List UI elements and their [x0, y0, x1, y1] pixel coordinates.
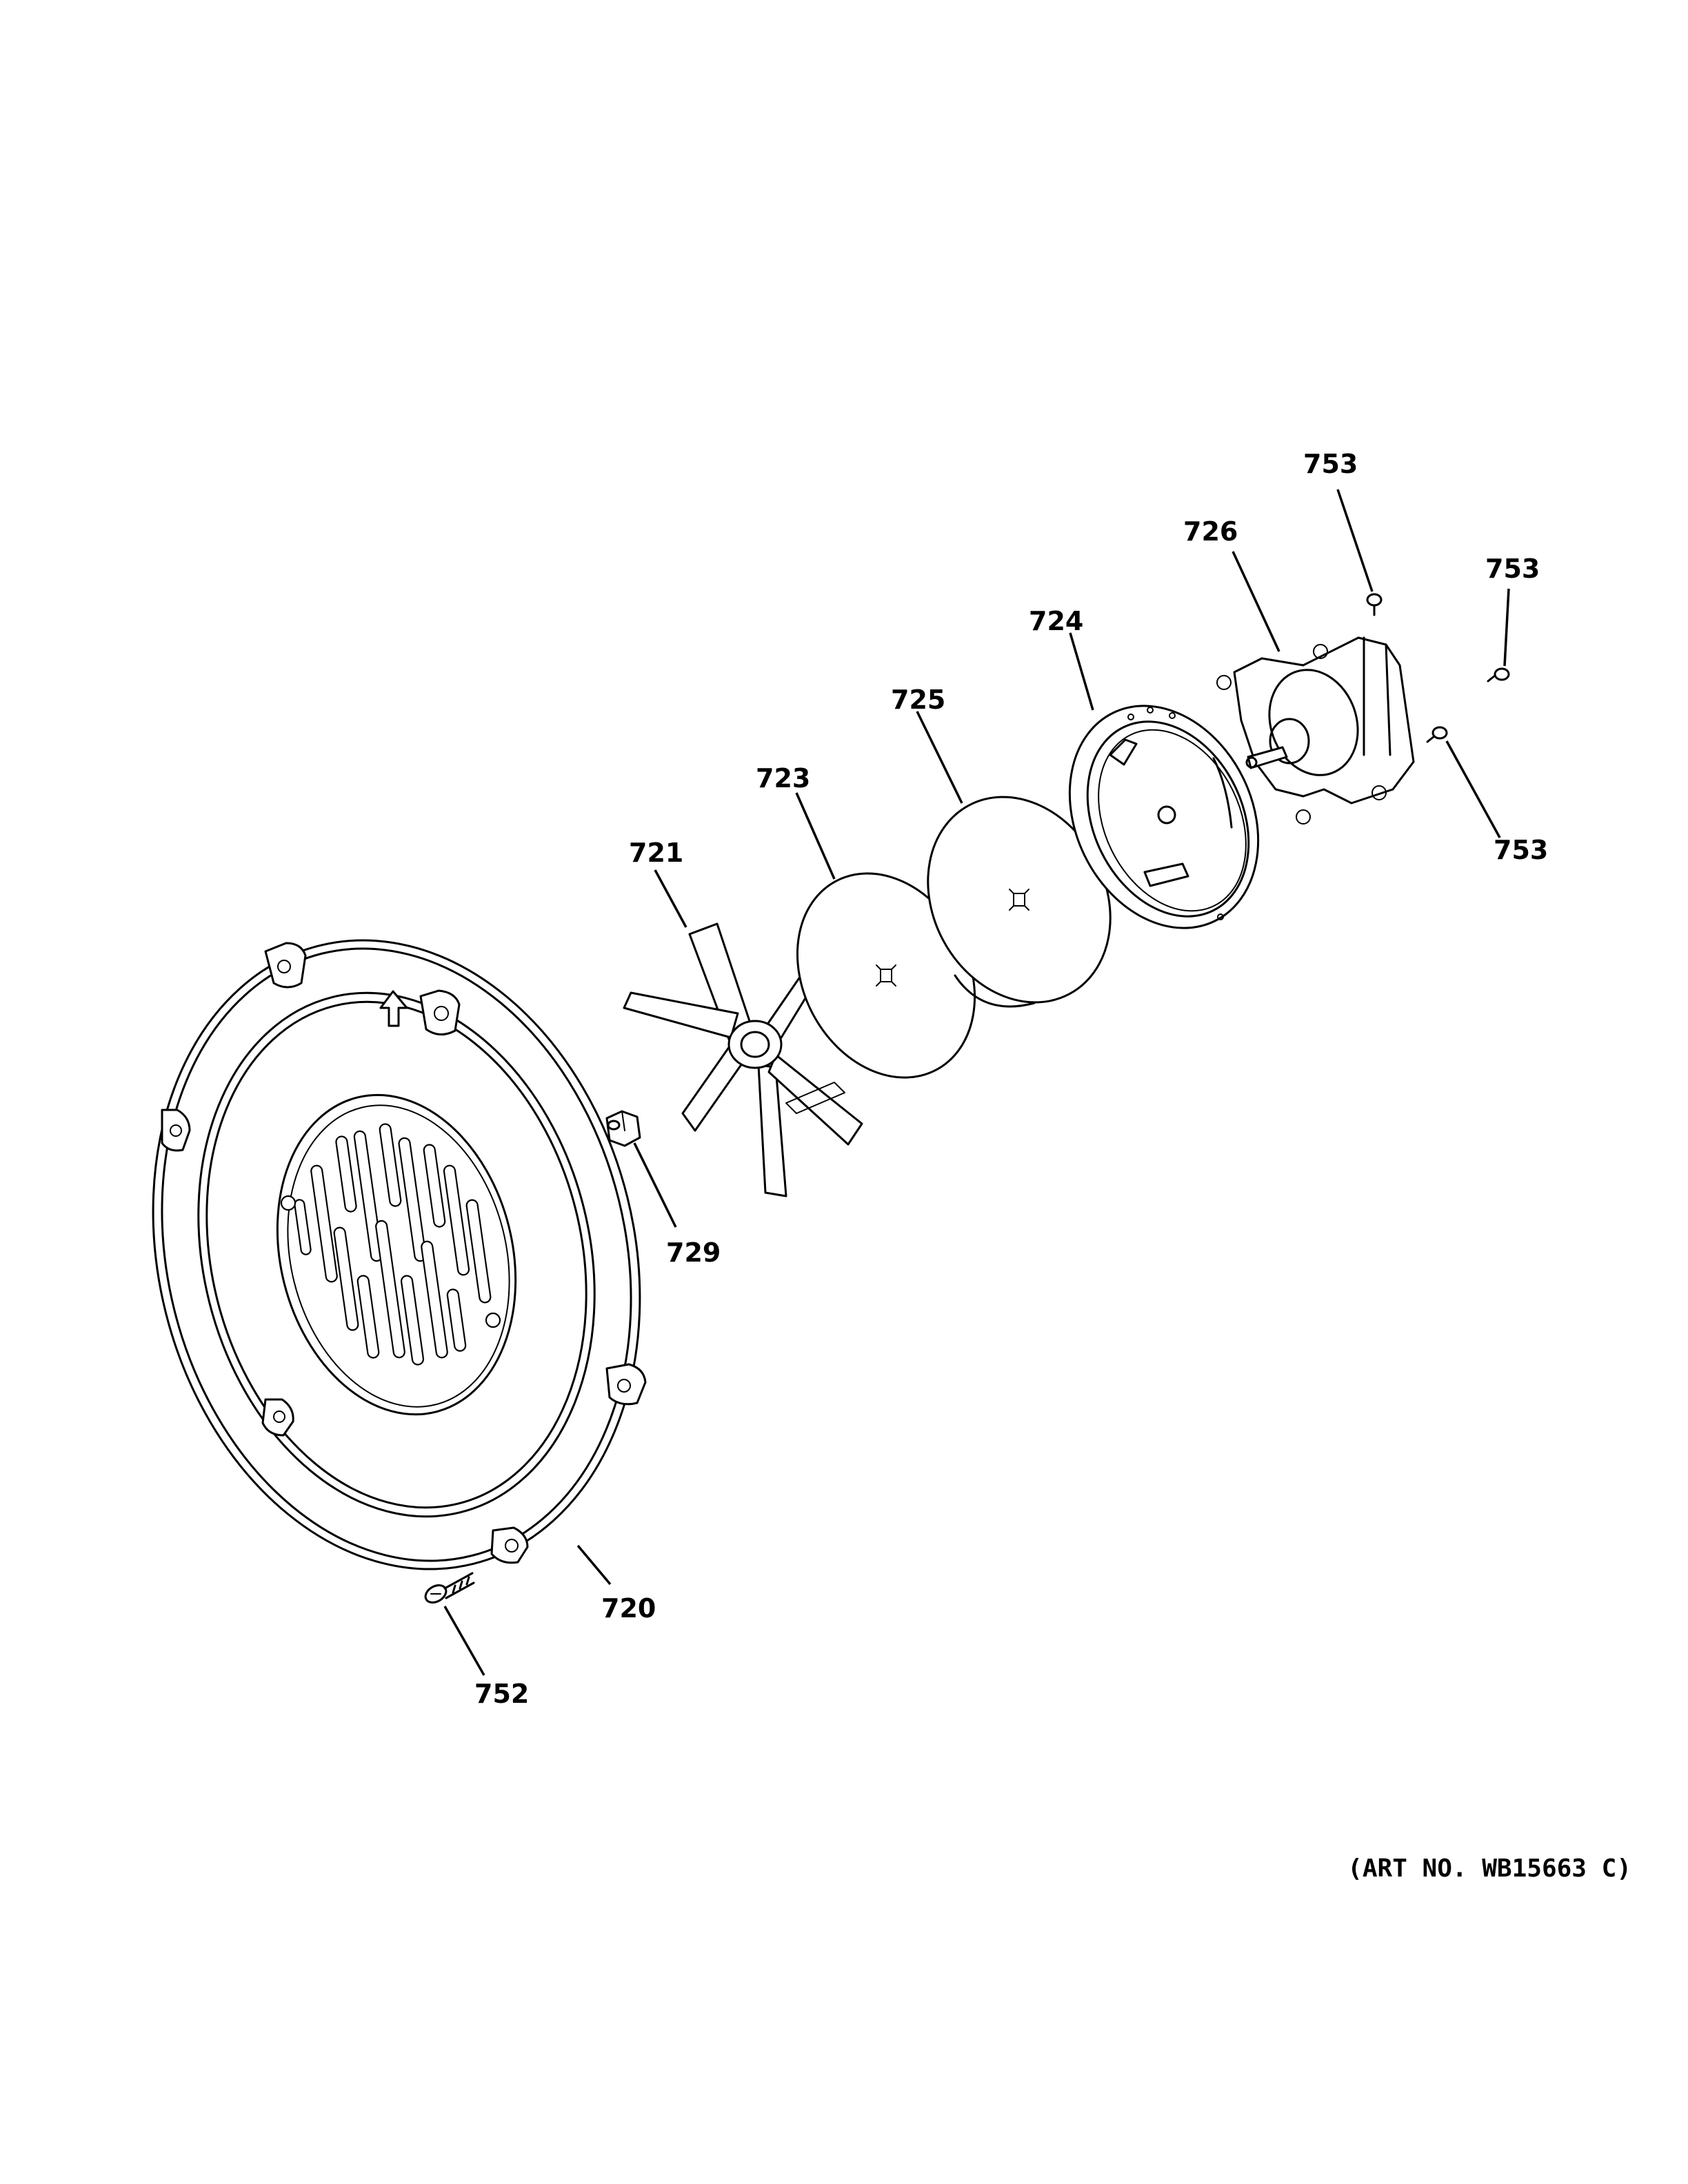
callout-labels: 753 726 753 724 725 723 721 753 729 720 …: [474, 449, 1548, 1709]
disc-part-725[interactable]: [893, 765, 1145, 1034]
callout-753-lower: 753: [1494, 835, 1548, 865]
callout-726: 726: [1183, 516, 1238, 547]
grille-slots: [280, 1123, 501, 1366]
screw-part-753-top[interactable]: [1366, 593, 1383, 616]
callout-721: 721: [629, 838, 683, 868]
nut-part-729[interactable]: [605, 1110, 641, 1147]
callout-725: 725: [891, 685, 945, 715]
screw-part-753-right[interactable]: [1487, 667, 1510, 682]
screw-part-753-lower[interactable]: [1426, 726, 1448, 743]
fan-cover-part-720[interactable]: [88, 888, 704, 1621]
callout-753-top: 753: [1303, 449, 1358, 479]
callout-753-right: 753: [1485, 554, 1540, 584]
callout-720: 720: [601, 1593, 656, 1624]
mounting-plate-part-724[interactable]: [1034, 674, 1294, 960]
leader-lines: [443, 489, 1510, 1676]
callout-723: 723: [756, 763, 810, 793]
callout-724: 724: [1029, 606, 1083, 636]
mounting-tabs: [161, 942, 647, 1564]
art-number: (ART NO. WB15663 C): [1347, 1854, 1631, 1883]
screw-part-752[interactable]: [423, 1572, 475, 1606]
direction-arrow-icon: [379, 990, 408, 1027]
callout-729: 729: [666, 1237, 721, 1268]
callout-752: 752: [474, 1679, 529, 1709]
motor-part-726[interactable]: [1216, 636, 1415, 825]
